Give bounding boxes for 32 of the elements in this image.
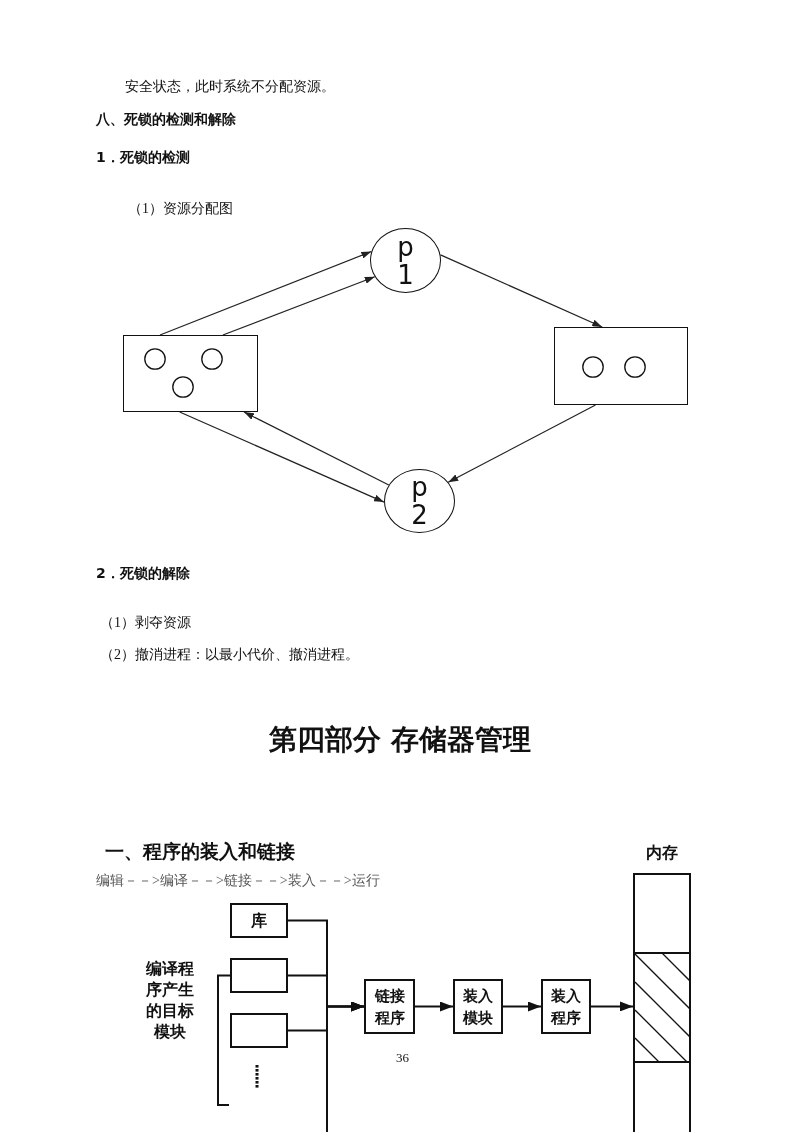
process-circle: p 1 — [370, 228, 441, 293]
memory-heading: 内存 — [646, 843, 678, 864]
arrow — [439, 254, 603, 328]
arrow — [179, 411, 385, 503]
arrow — [502, 1001, 542, 1012]
resource-box — [123, 335, 258, 412]
section-heading: 一、程序的装入和链接 — [105, 840, 295, 864]
module-box — [230, 958, 288, 993]
resource-box — [554, 327, 688, 405]
module-box — [230, 1013, 288, 1048]
process-box: 装入程序 — [541, 979, 591, 1034]
arrow — [243, 411, 390, 486]
process-box: 链接程序 — [364, 979, 415, 1034]
process-box: 装入模块 — [453, 979, 503, 1034]
arrow — [222, 276, 376, 336]
section-heading: 八、死锁的检测和解除 — [96, 111, 236, 129]
process-flow-text: 编辑－－>编译－－>链接－－>装入－－>运行 — [96, 872, 380, 890]
page-number: 36 — [396, 1050, 409, 1067]
arrow — [447, 404, 597, 483]
list-item: （1）资源分配图 — [128, 200, 233, 218]
list-item: （2）撤消进程：以最小代价、撤消进程。 — [100, 646, 359, 664]
part-title: 第四部分 存储器管理 — [269, 722, 531, 757]
arrow — [590, 1001, 634, 1012]
body-text: 安全状态，此时系统不分配资源。 — [125, 79, 335, 96]
subsection-heading: 1．死锁的检测 — [96, 149, 190, 167]
library-box: 库 — [230, 903, 288, 938]
arrow — [287, 1001, 365, 1032]
bracket-label: 编译程序产生的目标模块 — [145, 958, 195, 1042]
arrow — [414, 1001, 454, 1012]
subsection-heading: 2．死锁的解除 — [96, 565, 190, 583]
arrow — [159, 250, 372, 336]
list-item: （1）剥夺资源 — [100, 614, 191, 632]
